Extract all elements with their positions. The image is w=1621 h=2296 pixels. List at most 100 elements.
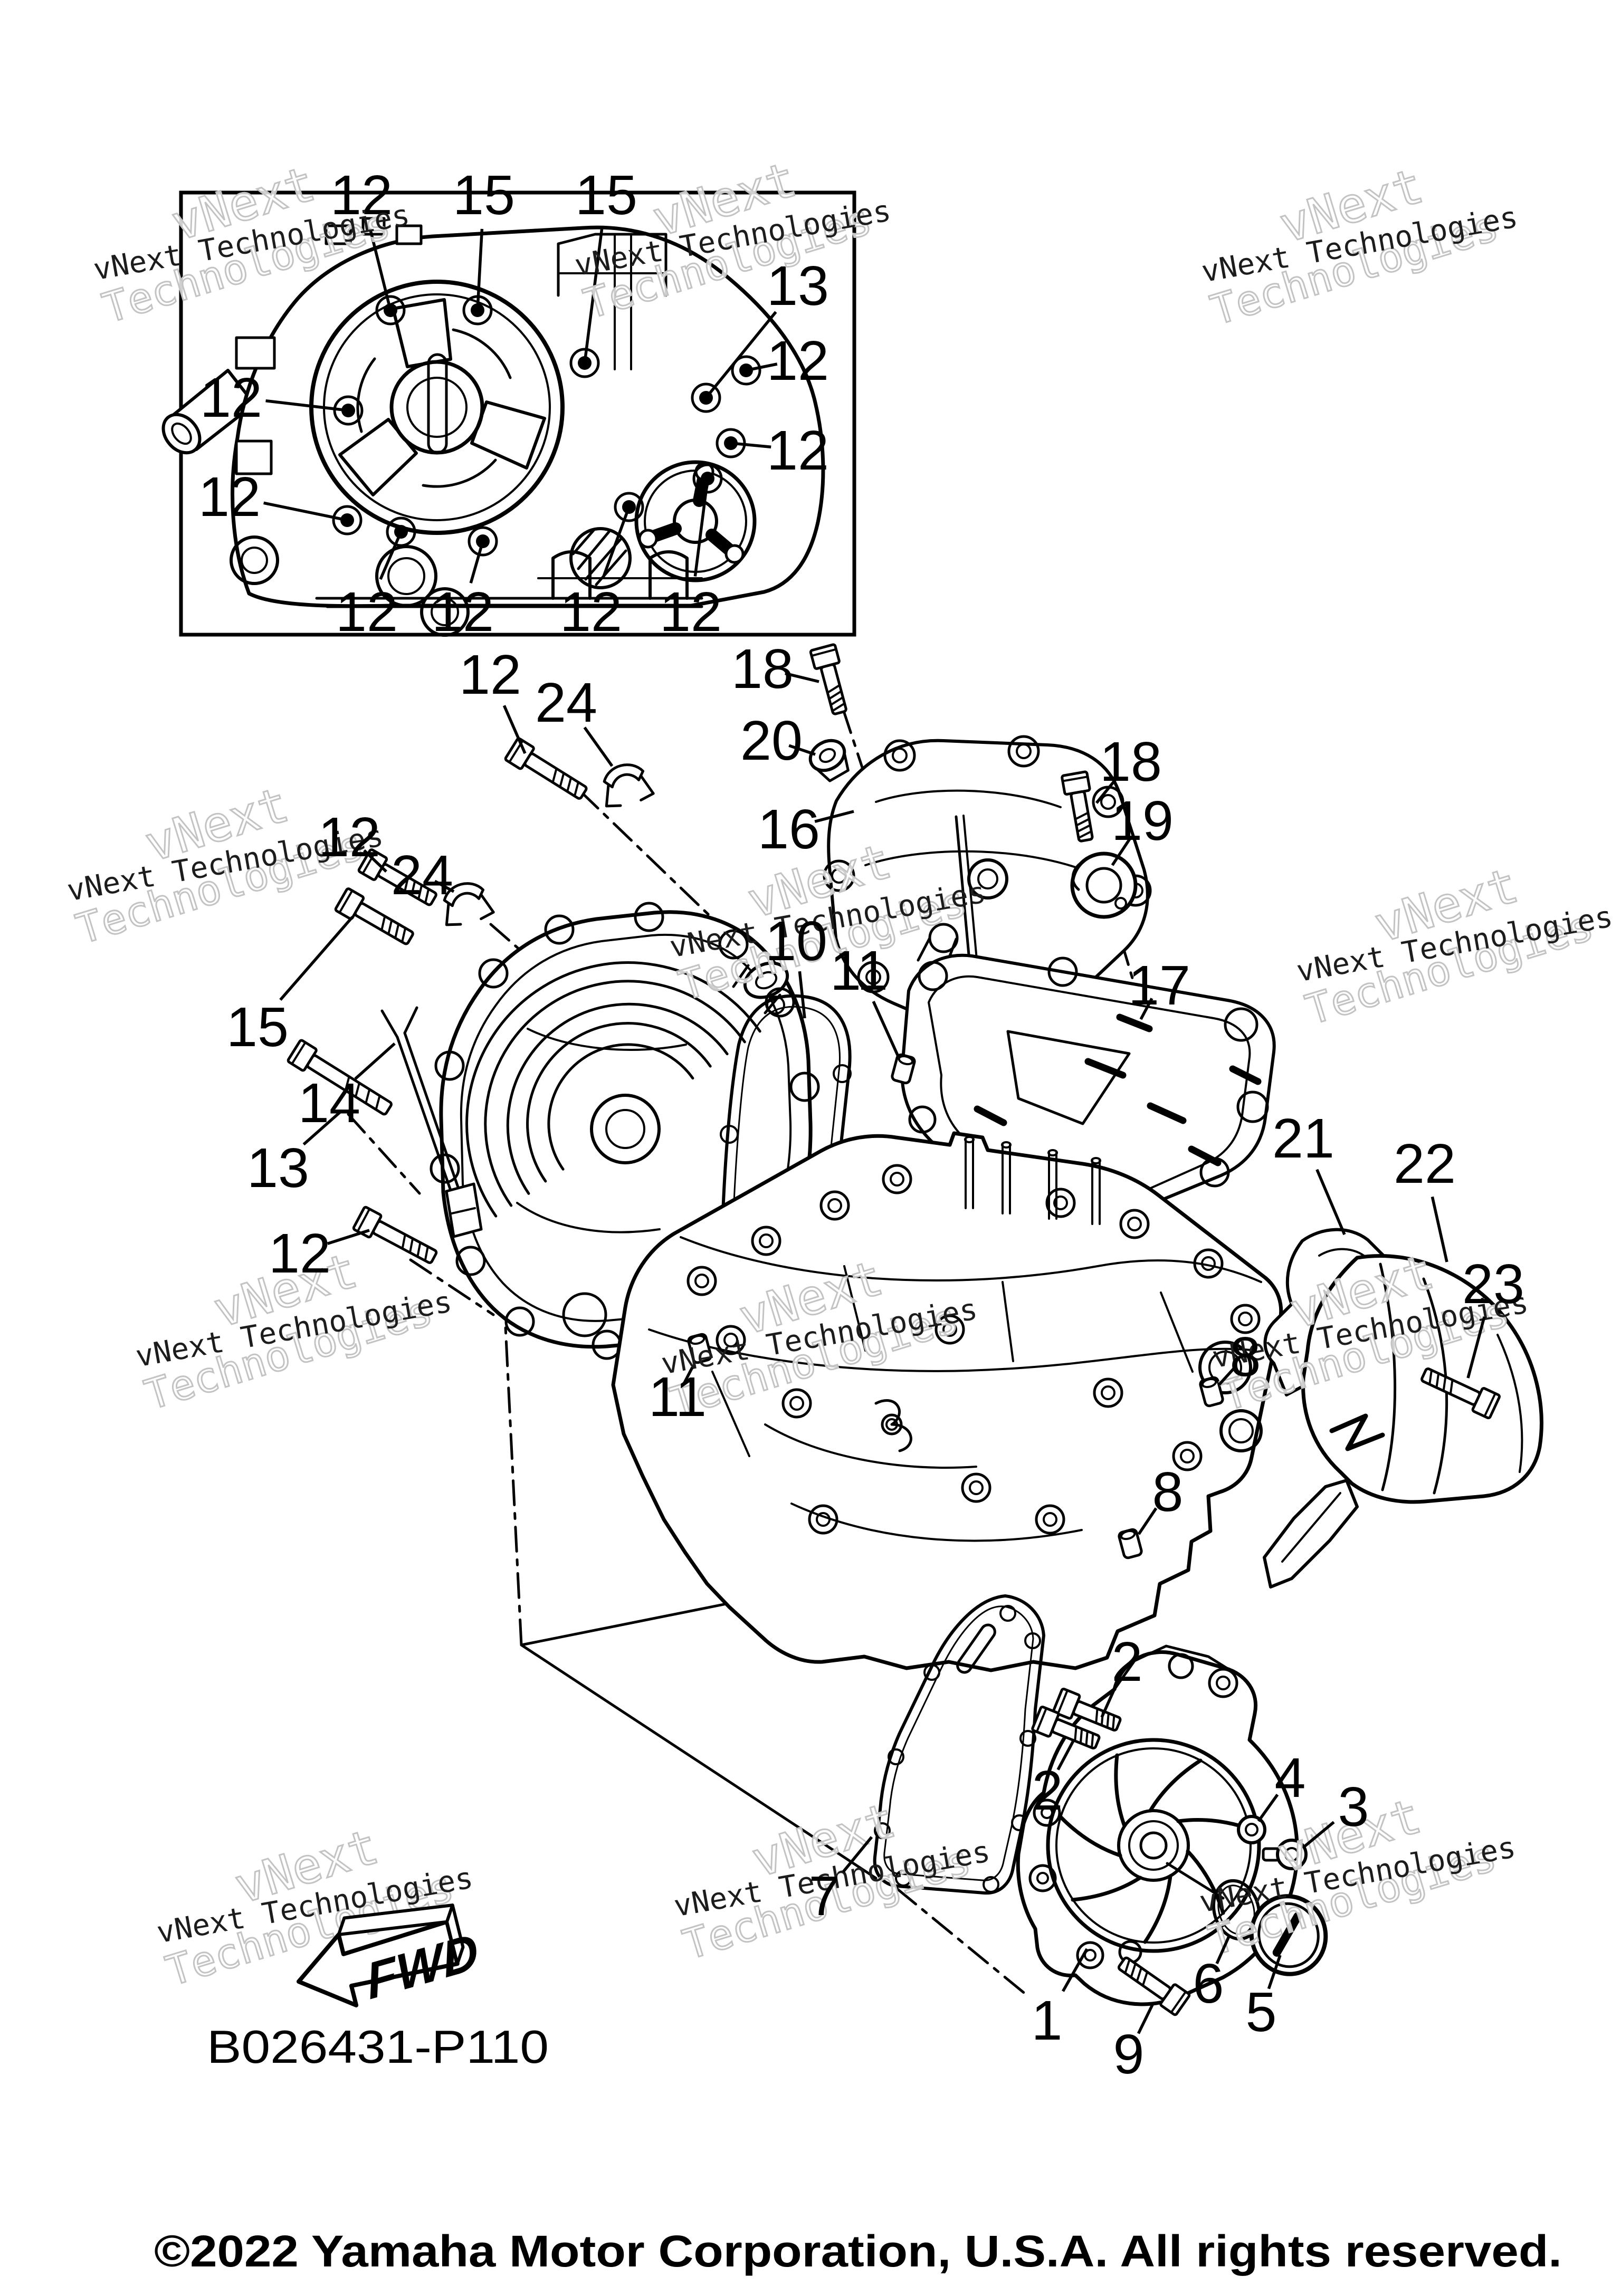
bolt-head-facet bbox=[339, 890, 353, 913]
leader-line bbox=[1303, 1821, 1335, 1848]
callout-12: 12 bbox=[459, 644, 521, 706]
leader-line bbox=[476, 228, 484, 311]
dowel-pin-icon bbox=[687, 1333, 712, 1364]
bolt-thread bbox=[1136, 1966, 1143, 1983]
bolt-icon bbox=[357, 848, 437, 906]
bolt-thread bbox=[408, 1237, 414, 1254]
leader-line bbox=[368, 227, 392, 311]
dowel-end bbox=[898, 1055, 914, 1066]
fwd-arrow bbox=[297, 1903, 465, 2007]
leader-line bbox=[363, 849, 387, 873]
bolt-shank bbox=[372, 1220, 438, 1264]
callout-9: 9 bbox=[1113, 2023, 1145, 2085]
bolt-head-facet bbox=[357, 1209, 370, 1232]
bolt-thread bbox=[424, 888, 430, 904]
leader-line bbox=[302, 1109, 343, 1146]
clamp-legs bbox=[605, 774, 655, 808]
clamp-icon bbox=[603, 763, 655, 808]
leader-line bbox=[1056, 1739, 1075, 1771]
leader-line bbox=[1257, 1794, 1279, 1822]
callout-12: 12 bbox=[767, 419, 829, 482]
bolt-thread bbox=[559, 772, 565, 788]
bolt-head bbox=[1061, 770, 1091, 796]
bolt-thread bbox=[416, 1241, 422, 1258]
callout-12: 12 bbox=[660, 581, 722, 643]
callout-24: 24 bbox=[391, 844, 453, 906]
bolt-point-dot bbox=[739, 363, 753, 377]
callout-12: 12 bbox=[269, 1222, 331, 1285]
callout-20: 20 bbox=[740, 710, 803, 772]
callout-18: 18 bbox=[1100, 731, 1162, 793]
callout-12: 12 bbox=[318, 806, 380, 868]
bolt-icon bbox=[287, 1039, 393, 1116]
leader-line bbox=[1137, 2003, 1155, 2034]
dowel-pin-icon bbox=[891, 1053, 916, 1085]
bolt-point-dot bbox=[476, 534, 490, 548]
bolt-point-dot bbox=[578, 356, 592, 370]
leader-line bbox=[1100, 1682, 1119, 1718]
callout-17: 17 bbox=[1128, 954, 1190, 1017]
bolt-thread bbox=[344, 1075, 350, 1092]
leader-line bbox=[1267, 1955, 1282, 1989]
plug-bolt-3-icon bbox=[1262, 1839, 1308, 1870]
bolt-thread bbox=[375, 1094, 381, 1111]
callout-15: 15 bbox=[575, 164, 637, 226]
cap-inner bbox=[1257, 1902, 1320, 1968]
leader-line bbox=[379, 531, 403, 580]
callout-12: 12 bbox=[330, 164, 393, 226]
callout-24: 24 bbox=[535, 672, 597, 734]
dowel-end bbox=[1120, 1530, 1136, 1541]
small-parts-layer bbox=[1212, 1815, 1328, 1976]
dowel-pin-icon bbox=[1118, 1528, 1143, 1560]
bolt-thread bbox=[573, 781, 579, 797]
callout-3: 3 bbox=[1338, 1776, 1369, 1838]
callout-15: 15 bbox=[453, 164, 515, 226]
callout-5: 5 bbox=[1246, 1981, 1277, 2043]
bolt-point-dot bbox=[622, 500, 636, 514]
bolt-thread bbox=[1124, 1958, 1131, 1975]
bushing-20-drawing bbox=[808, 739, 850, 782]
bolt-thread bbox=[1075, 818, 1091, 827]
bolt-thread bbox=[354, 1082, 360, 1098]
bolt-thread bbox=[551, 767, 558, 784]
bolt-point-dot bbox=[394, 525, 408, 539]
callout-4: 4 bbox=[1275, 1747, 1306, 1809]
bolt-thread bbox=[401, 1233, 406, 1250]
leader-line bbox=[583, 726, 614, 767]
leader-line bbox=[1466, 1316, 1486, 1379]
leader-line bbox=[785, 672, 819, 683]
leader-line bbox=[704, 311, 777, 399]
leader-line bbox=[327, 1229, 370, 1245]
callout-12: 12 bbox=[336, 581, 398, 643]
washer-4-icon bbox=[1237, 1815, 1266, 1844]
bolt-icon bbox=[504, 737, 588, 800]
bolt-thread bbox=[380, 915, 386, 932]
leader-line bbox=[1111, 837, 1132, 866]
bolt-thread bbox=[424, 1245, 429, 1262]
leader-line bbox=[263, 501, 348, 522]
bolt-point-dot bbox=[699, 391, 713, 405]
bolt-thread bbox=[1106, 1712, 1110, 1729]
bolt-point-dot bbox=[724, 436, 738, 450]
dowel-end bbox=[1201, 1378, 1217, 1389]
bolt-thread bbox=[1085, 1730, 1089, 1747]
bolt-thread bbox=[831, 702, 846, 712]
callout-12: 12 bbox=[432, 581, 494, 643]
callout-14: 14 bbox=[298, 1072, 360, 1134]
bolt-icon bbox=[1061, 770, 1094, 843]
damper-19-drawing bbox=[1070, 852, 1138, 919]
bolt-icon bbox=[334, 887, 414, 945]
bolt-thread bbox=[1442, 1375, 1447, 1392]
clamp-legs bbox=[445, 893, 495, 926]
bolt-thread bbox=[1428, 1369, 1433, 1386]
bolt-point-dot bbox=[471, 303, 484, 317]
dowel-end bbox=[689, 1335, 705, 1345]
bolt-point-dot bbox=[341, 404, 355, 417]
bolt-shank bbox=[523, 752, 588, 800]
bolt-thread bbox=[1079, 1728, 1083, 1745]
